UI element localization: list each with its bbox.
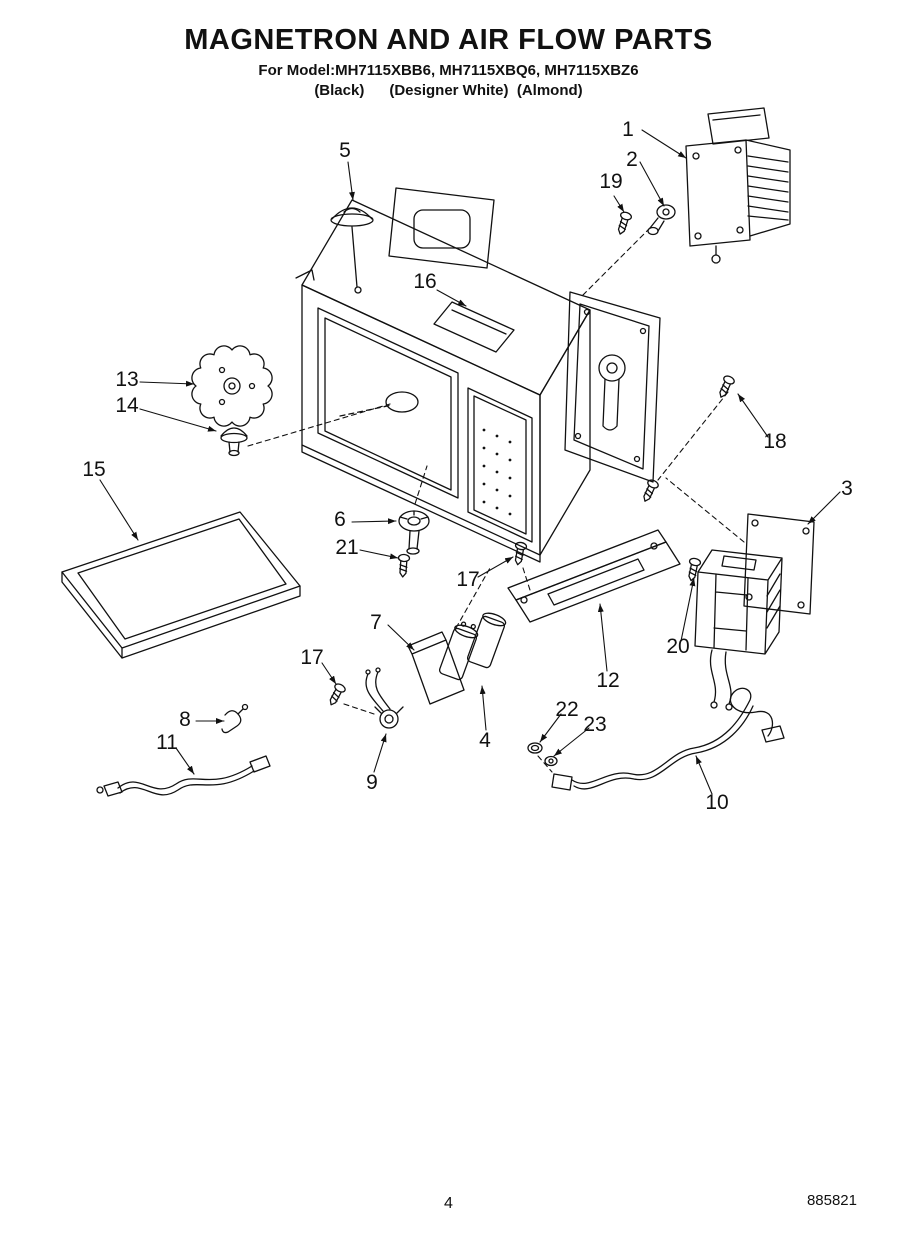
callout-3: 3: [841, 477, 853, 500]
stirrer-drawing: [330, 207, 374, 294]
transformer-drawing: [694, 513, 815, 711]
callout-7: 7: [370, 611, 382, 634]
magnetron-drawing: [685, 107, 791, 264]
harness-left-drawing: [96, 755, 271, 797]
thermostat-drawing: [365, 667, 404, 729]
nut-drawing: [544, 755, 558, 767]
rear-panel-drawing: [564, 291, 661, 483]
callout-13: 13: [115, 368, 138, 391]
callout-11: 11: [156, 731, 178, 754]
knob-drawing: [220, 427, 248, 457]
screw-17-left-icon: [325, 681, 348, 709]
page-number: 4: [444, 1195, 453, 1212]
callout-16: 16: [413, 270, 436, 293]
screw-18a-icon: [715, 373, 737, 401]
leader-lines: [99, 129, 841, 795]
title-block: MAGNETRON AND AIR FLOW PARTS For Model:M…: [0, 24, 897, 102]
screw-19-icon: [614, 210, 633, 237]
tray-drawing: [61, 511, 301, 659]
callout-4: 4: [479, 729, 491, 752]
cavity-drawing: [295, 199, 591, 563]
washer-drawing: [527, 742, 543, 754]
callout-14: 14: [115, 394, 139, 417]
fan-blade-drawing: [191, 345, 273, 427]
capacitor-drawing: [407, 612, 507, 705]
harness-right-drawing: [551, 687, 785, 791]
callout-19: 19: [599, 170, 622, 193]
model-line: For Model:MH7115XBB6, MH7115XBQ6, MH7115…: [258, 62, 639, 79]
callout-6: 6: [334, 508, 346, 531]
callout-1: 1: [622, 118, 634, 141]
cavity-perforations: [482, 428, 512, 516]
callout-23: 23: [583, 713, 606, 736]
top-vent-panel-drawing: [388, 187, 495, 269]
doc-number: 885821: [806, 1192, 857, 1209]
duct-bracket-drawing: [507, 529, 681, 623]
callout-22: 22: [555, 698, 578, 721]
callout-9: 9: [366, 771, 378, 794]
callout-17-left: 17: [300, 646, 323, 669]
fan-mount-drawing: [398, 510, 430, 555]
assembly-dashed-lines: [247, 227, 745, 773]
callout-20: 20: [666, 635, 689, 658]
callout-10: 10: [705, 791, 728, 814]
callout-5: 5: [339, 139, 351, 162]
callout-18: 18: [763, 430, 786, 453]
callout-12: 12: [596, 669, 619, 692]
screw-21-icon: [396, 553, 411, 578]
callout-2: 2: [626, 148, 638, 171]
page-title: MAGNETRON AND AIR FLOW PARTS: [184, 24, 713, 56]
callout-15: 15: [82, 458, 105, 481]
callout-8: 8: [179, 708, 191, 731]
callout-21: 21: [335, 536, 358, 559]
color-line: (Black) (Designer White) (Almond): [314, 82, 583, 100]
clip-drawing: [221, 703, 249, 734]
callout-labels: 1 2 3 4 5 6 7 8 9 10 11 12 13 14 15 16 1…: [82, 118, 853, 814]
callout-17-center: 17: [456, 568, 479, 591]
screw-18b-icon: [639, 477, 661, 505]
fuse-holder-drawing: [647, 204, 676, 236]
